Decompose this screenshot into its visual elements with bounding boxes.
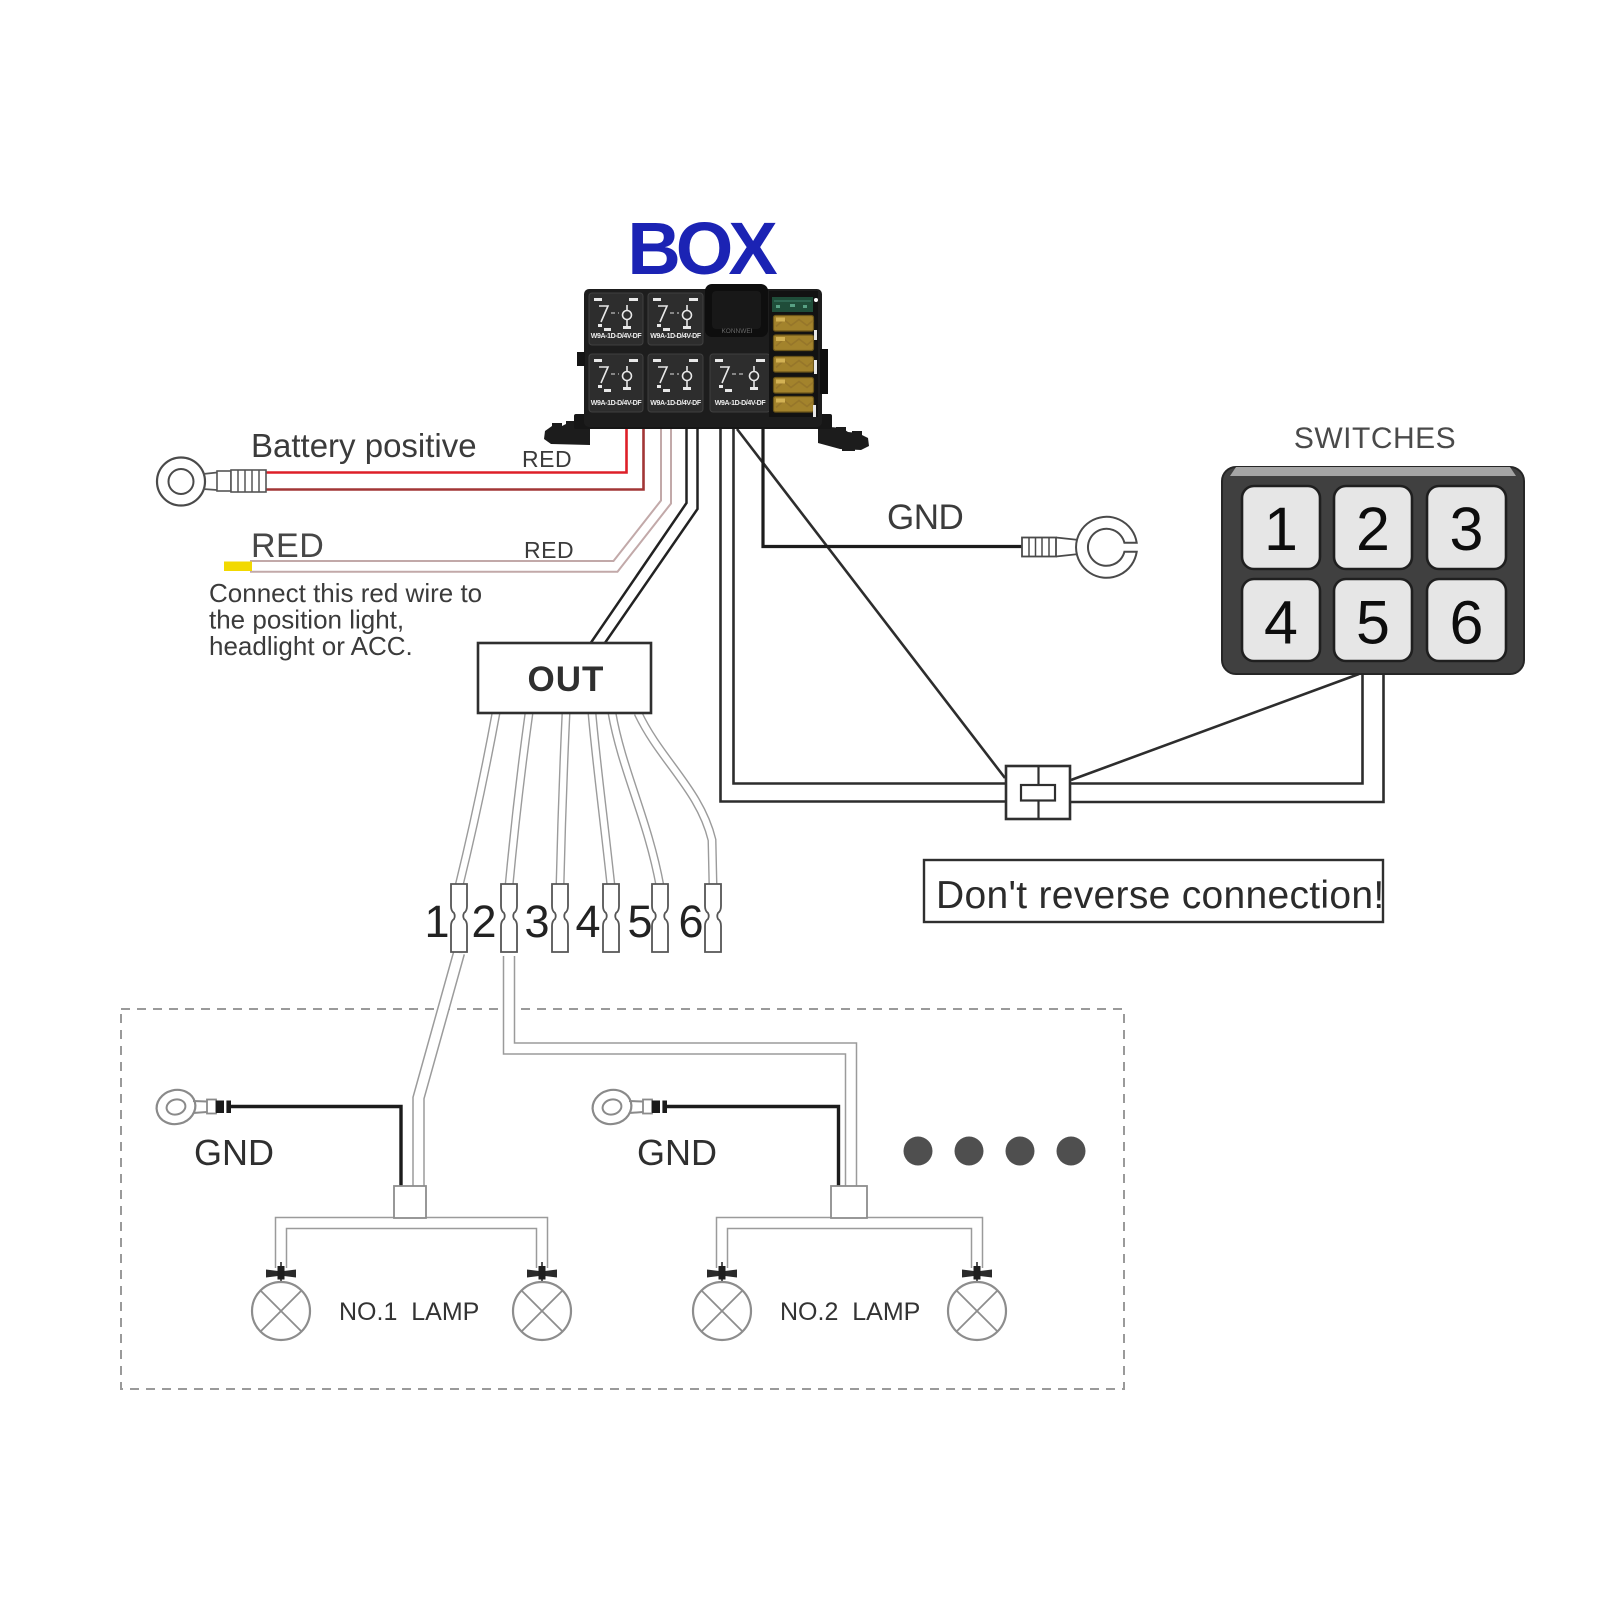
svg-text:GND: GND	[194, 1132, 274, 1173]
svg-text:4: 4	[575, 896, 600, 947]
svg-text:GND: GND	[637, 1132, 717, 1173]
svg-text:6: 6	[1450, 589, 1484, 657]
svg-text:3: 3	[1450, 495, 1484, 563]
svg-text:GND: GND	[887, 498, 963, 537]
svg-text:1: 1	[1264, 495, 1298, 563]
svg-text:W9A-1D-D/4V-DF: W9A-1D-D/4V-DF	[715, 400, 767, 407]
svg-text:W9A-1D-D/4V-DF: W9A-1D-D/4V-DF	[650, 400, 702, 407]
svg-text:5: 5	[627, 896, 652, 947]
svg-text:RED: RED	[524, 537, 574, 563]
svg-text:Connect this red wire to: Connect this red wire to	[209, 578, 482, 608]
svg-text:4: 4	[1264, 589, 1298, 657]
svg-text:Battery positive: Battery positive	[251, 427, 477, 464]
svg-text:W9A-1D-D/4V-DF: W9A-1D-D/4V-DF	[591, 400, 643, 407]
svg-text:2: 2	[471, 896, 496, 947]
svg-text:OUT: OUT	[528, 660, 605, 699]
svg-text:NO.2 LAMP: NO.2 LAMP	[780, 1298, 920, 1326]
svg-text:RED: RED	[251, 527, 324, 565]
svg-text:5: 5	[1356, 589, 1390, 657]
svg-text:Don't reverse connection!: Don't reverse connection!	[936, 874, 1385, 917]
svg-text:2: 2	[1356, 495, 1390, 563]
svg-text:1: 1	[424, 896, 449, 947]
svg-text:W9A-1D-D/4V-DF: W9A-1D-D/4V-DF	[591, 333, 643, 340]
svg-text:6: 6	[678, 896, 703, 947]
svg-text:SWITCHES: SWITCHES	[1294, 422, 1456, 455]
svg-text:3: 3	[524, 896, 549, 947]
svg-text:headlight or ACC.: headlight or ACC.	[209, 631, 413, 661]
svg-text:W9A-1D-D/4V-DF: W9A-1D-D/4V-DF	[650, 333, 702, 340]
svg-text:RED: RED	[522, 446, 572, 472]
svg-text:the position light,: the position light,	[209, 605, 404, 635]
svg-text:KONNWEI: KONNWEI	[721, 328, 752, 335]
svg-text:BOX: BOX	[627, 207, 777, 290]
svg-text:NO.1 LAMP: NO.1 LAMP	[339, 1298, 479, 1326]
